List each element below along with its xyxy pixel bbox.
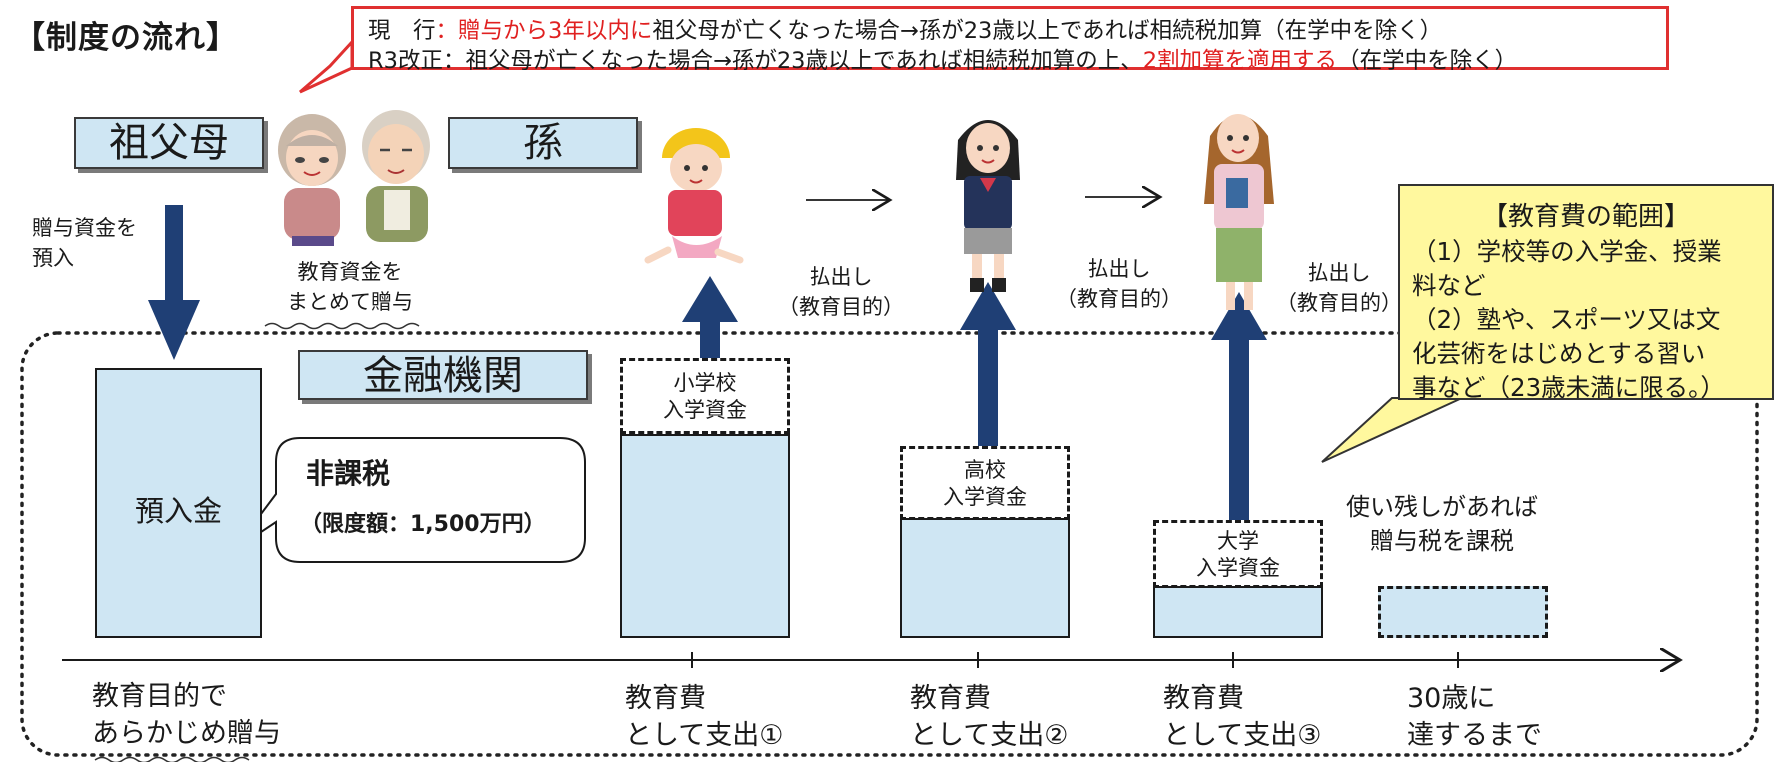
grandfather-illustration <box>362 110 430 242</box>
timeline-line: 教育目的で <box>92 681 227 712</box>
school-fund: 入学資金 <box>663 398 747 422</box>
current-rule-text: 祖父母が亡くなった場合→孫が23歳以上であれば相続税加算（在学中を除く） <box>652 18 1443 44</box>
page-title: 【制度の流れ】 <box>14 20 238 56</box>
bank-frame <box>20 331 1759 757</box>
high-school-fund-box: 高校 入学資金 <box>900 446 1070 520</box>
lump-sum-wave <box>264 322 420 330</box>
withdraw-arrow-1 <box>682 276 738 358</box>
withdraw-line: 払出し <box>1087 257 1151 281</box>
timeline-label-expense-1: 教育費 として支出① <box>625 680 783 754</box>
withdraw-line: （教育目的） <box>778 295 904 319</box>
withdraw-line: 払出し <box>1307 261 1371 285</box>
timeline-line: あらかじめ贈与 <box>92 718 281 749</box>
timeline-wave <box>94 756 250 762</box>
current-label: 現 行 <box>368 18 436 44</box>
timeline-label-gift: 教育目的で あらかじめ贈与 <box>92 678 281 752</box>
timeline-line: 教育費 <box>1163 683 1244 714</box>
r3-rule-note: （在学中を除く） <box>1337 48 1518 74</box>
lump-sum-line: 教育資金を <box>297 260 403 284</box>
current-highlight: 贈与から3年以内に <box>458 18 653 44</box>
deposit-note-line: 贈与資金を <box>32 216 137 240</box>
withdraw-arrow-3 <box>1211 292 1267 520</box>
timeline-line: として支出③ <box>1163 720 1322 751</box>
callout-line-r3: R3改正：祖父母が亡くなった場合→孫が23歳以上であれば相続税加算の上、2割加算… <box>368 43 1517 75</box>
withdraw-line: 払出し <box>809 265 873 289</box>
r3-highlight: 2割加算を適用する <box>1142 48 1338 74</box>
elementary-expense-bar <box>620 434 790 638</box>
deposit-note: 贈与資金を 預入 <box>32 213 137 273</box>
timeline-line: 教育費 <box>910 683 991 714</box>
timeline-line: 30歳に <box>1407 683 1496 714</box>
deposit-box-label: 預入金 <box>134 494 222 528</box>
schoolgirl-illustration <box>644 128 744 264</box>
timeline-label-expense-3: 教育費 として支出③ <box>1163 680 1321 754</box>
lump-sum-note: 教育資金を まとめて贈与 <box>275 257 425 317</box>
r3-rule-text: 祖父母が亡くなった場合→孫が23歳以上であれば相続税加算の上、 <box>465 48 1143 74</box>
callout-line-current: 現 行：贈与から3年以内に祖父母が亡くなった場合→孫が23歳以上であれば相続税加… <box>368 13 1442 45</box>
tax-free-title: 非課税 <box>306 457 391 490</box>
school-fund: 入学資金 <box>943 485 1027 509</box>
bank-label: 金融機関 <box>298 350 588 400</box>
high-school-girl-illustration <box>956 120 1020 292</box>
grandmother-illustration <box>278 114 346 246</box>
r3-label: R3改正 <box>368 48 443 74</box>
grandchild-label: 孫 <box>448 117 638 169</box>
scope-line: 料など <box>1412 271 1486 300</box>
withdraw-label-1: 払出し （教育目的） <box>766 262 916 322</box>
university-fund-box: 大学 入学資金 <box>1153 520 1323 588</box>
timeline-label-expense-2: 教育費 として支出② <box>910 680 1068 754</box>
top-callout-pointer <box>299 38 354 94</box>
college-student-illustration <box>1204 114 1274 310</box>
timeline-line: として支出① <box>625 720 784 751</box>
timeline-line: として支出② <box>910 720 1069 751</box>
scope-item-2: （2）塾や、スポーツ又は文 化芸術をはじめとする習い 事など（23歳未満に限る。… <box>1412 303 1760 405</box>
scope-line: 化芸術をはじめとする習い <box>1412 339 1706 368</box>
timeline-line: 達するまで <box>1407 720 1542 751</box>
high-school-expense-bar <box>900 518 1070 638</box>
withdraw-label-3: 払出し （教育目的） <box>1264 258 1414 318</box>
school-name: 大学 <box>1217 529 1259 553</box>
scope-item-1: （1）学校等の入学金、授業 料など <box>1412 235 1760 303</box>
scope-line: 事など（23歳未満に限る。） <box>1412 373 1725 402</box>
remaining-line: 使い残しがあれば <box>1346 493 1538 521</box>
current-sep: ： <box>435 18 459 44</box>
remaining-balance-box <box>1378 586 1548 638</box>
university-expense-bar <box>1153 586 1323 638</box>
tax-free-bubble <box>233 437 586 563</box>
lump-sum-line: まとめて贈与 <box>287 290 413 314</box>
grandparents-label: 祖父母 <box>74 117 264 169</box>
withdraw-line: （教育目的） <box>1276 291 1402 315</box>
remaining-line: 贈与税を課税 <box>1370 527 1514 555</box>
r3-sep: ： <box>442 48 466 74</box>
timeline-line: 教育費 <box>625 683 706 714</box>
deposit-box: 預入金 <box>95 368 262 638</box>
scope-callout-pointer <box>1321 397 1463 463</box>
scope-line: （1）学校等の入学金、授業 <box>1412 237 1722 266</box>
education-scope-callout: 【教育費の範囲】 （1）学校等の入学金、授業 料など （2）塾や、スポーツ又は文… <box>1398 184 1774 402</box>
top-callout: 現 行：贈与から3年以内に祖父母が亡くなった場合→孫が23歳以上であれば相続税加… <box>351 6 1669 74</box>
school-name: 高校 <box>964 458 1006 482</box>
tax-free-limit: （限度額：1,500万円） <box>300 512 546 537</box>
scope-line: （2）塾や、スポーツ又は文 <box>1412 305 1721 334</box>
withdraw-label-2: 払出し （教育目的） <box>1044 254 1194 314</box>
remaining-note: 使い残しがあれば 贈与税を課税 <box>1332 490 1552 558</box>
deposit-arrow <box>148 205 200 360</box>
elementary-fund-box: 小学校 入学資金 <box>620 358 790 434</box>
scope-title: 【教育費の範囲】 <box>1481 202 1690 232</box>
withdraw-arrow-2 <box>960 282 1016 446</box>
withdraw-line: （教育目的） <box>1056 287 1182 311</box>
timeline-label-age-30: 30歳に 達するまで <box>1407 680 1542 754</box>
school-fund: 入学資金 <box>1196 556 1280 580</box>
deposit-note-line: 預入 <box>32 246 74 270</box>
school-name: 小学校 <box>673 371 737 395</box>
